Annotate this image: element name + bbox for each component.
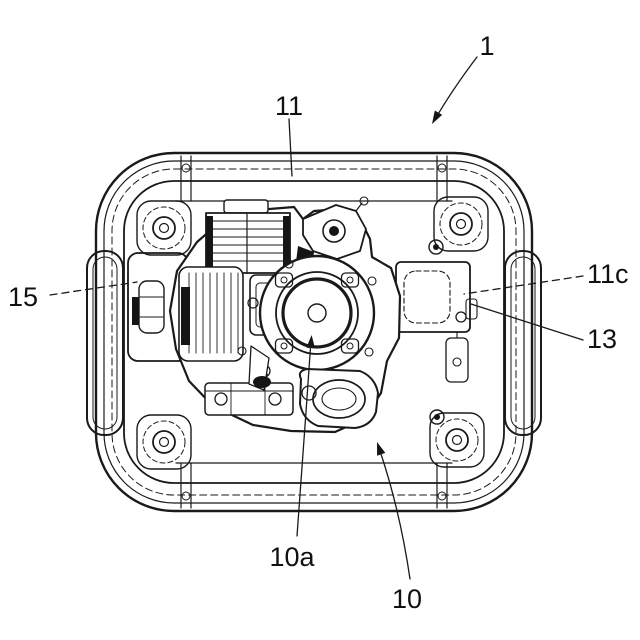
carry-frame bbox=[94, 151, 534, 513]
side-rails bbox=[86, 250, 542, 436]
ref-label-10a: 10a bbox=[269, 542, 315, 572]
ref-label-11: 11 bbox=[275, 91, 303, 121]
muffler bbox=[298, 368, 379, 429]
leader-1 bbox=[433, 56, 478, 122]
fan-cover bbox=[258, 254, 376, 372]
ref-label-10: 10 bbox=[392, 584, 422, 614]
engine-assembly bbox=[168, 196, 402, 434]
arrowhead-10a bbox=[306, 335, 315, 349]
right-bracket bbox=[395, 261, 478, 383]
mount-bottom-left bbox=[136, 414, 192, 470]
frame-posts bbox=[180, 155, 448, 509]
mount-plate bbox=[204, 382, 294, 416]
ref-label-15: 15 bbox=[8, 282, 38, 312]
mount-bottom-right bbox=[429, 409, 485, 468]
engine-details bbox=[237, 259, 377, 391]
arrowhead-1 bbox=[432, 110, 443, 124]
leader-11 bbox=[288, 118, 293, 177]
ref-label-11c: 11c bbox=[587, 259, 629, 289]
mount-top-left bbox=[136, 200, 192, 256]
output-shaft bbox=[307, 303, 327, 323]
ref-label-1: 1 bbox=[479, 31, 494, 61]
mount-top-right bbox=[428, 196, 489, 255]
leader-lines bbox=[49, 56, 584, 580]
leader-13 bbox=[470, 303, 584, 341]
corner-mounts bbox=[136, 196, 489, 470]
leader-11c bbox=[463, 275, 584, 295]
air-cleaner bbox=[302, 196, 369, 260]
reference-labels: 1 11 15 11c 13 10a 10 bbox=[8, 31, 629, 614]
leader-10 bbox=[378, 447, 411, 580]
ref-label-13: 13 bbox=[587, 324, 617, 354]
cylinder-fins bbox=[205, 199, 291, 274]
arrowhead-10 bbox=[377, 442, 386, 456]
leader-15 bbox=[49, 281, 138, 296]
leader-10a bbox=[296, 339, 312, 537]
recoil-shroud bbox=[178, 266, 244, 362]
